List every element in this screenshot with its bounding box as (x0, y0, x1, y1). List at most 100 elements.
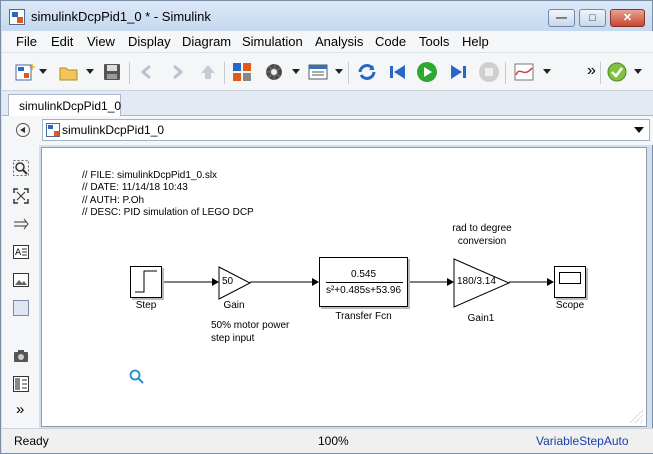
menu-code[interactable]: Code (375, 34, 407, 49)
menu-display[interactable]: Display (128, 34, 171, 49)
arrow-route-icon[interactable] (13, 216, 29, 232)
arrowhead (547, 278, 554, 286)
menu-simulation[interactable]: Simulation (242, 34, 303, 49)
simulink-model-icon (9, 9, 25, 25)
model-advisor-dropdown[interactable] (634, 69, 642, 74)
comment-line-desc[interactable]: // DESC: PID simulation of LEGO DCP (82, 207, 254, 218)
up-arrow-icon[interactable] (197, 61, 219, 83)
menu-diagram[interactable]: Diagram (182, 34, 232, 49)
open-folder-icon[interactable] (58, 61, 80, 83)
image-icon[interactable] (13, 272, 29, 288)
data-inspector-icon[interactable] (513, 61, 535, 83)
model-browser-icon[interactable] (13, 376, 29, 392)
minimize-icon: — (556, 12, 567, 24)
new-model-icon[interactable]: + (14, 61, 36, 83)
model-path: simulinkDcpPid1_0 (62, 123, 165, 137)
fit-view-icon[interactable] (13, 188, 29, 204)
tf-numerator: 0.545 (350, 269, 377, 280)
model-path-bar[interactable]: simulinkDcpPid1_0 (42, 119, 650, 141)
comment-line-date[interactable]: // DATE: 11/14/18 10:43 (82, 182, 188, 193)
gain-block[interactable] (218, 266, 252, 300)
gain1-note-line1[interactable]: rad to degree (452, 223, 512, 234)
comment-line-file[interactable]: // FILE: simulinkDcpPid1_0.slx (82, 170, 218, 181)
step-forward-icon[interactable] (447, 61, 469, 83)
zoom-level: 100% (318, 434, 349, 448)
solver-link[interactable]: VariableStepAuto (536, 434, 629, 448)
tf-fraction-bar (326, 282, 403, 283)
settings-dropdown[interactable] (292, 69, 300, 74)
status-ready: Ready (14, 434, 49, 448)
step-signal-icon (135, 270, 157, 293)
step-label[interactable]: Step (135, 300, 157, 311)
toolbar-separator (348, 62, 349, 84)
path-dropdown-icon[interactable] (634, 127, 644, 133)
left-palette: A » (2, 145, 39, 428)
scope-label[interactable]: Scope (555, 300, 585, 311)
zoom-icon[interactable] (13, 160, 29, 176)
arrowhead (212, 278, 219, 286)
toolbar-separator (129, 62, 130, 84)
menu-analysis[interactable]: Analysis (315, 34, 364, 49)
settings-gear-icon[interactable] (263, 61, 285, 83)
save-icon[interactable] (101, 61, 123, 83)
back-arrow-icon[interactable] (136, 61, 158, 83)
tab-label: simulinkDcpPid1_0 (19, 99, 122, 113)
toolbar-overflow-icon[interactable]: » (587, 62, 596, 79)
window-title: simulinkDcpPid1_0 * - Simulink (31, 9, 211, 24)
menu-bar: File Edit View Display Diagram Simulatio… (2, 31, 653, 53)
run-icon[interactable] (416, 61, 438, 83)
expand-icon[interactable]: » (16, 401, 25, 418)
tab-model[interactable]: simulinkDcpPid1_0 (8, 94, 121, 116)
stop-icon[interactable] (478, 61, 500, 83)
gain-note-line2[interactable]: step input (211, 333, 255, 344)
open-dropdown[interactable] (86, 69, 94, 74)
menu-view[interactable]: View (87, 34, 115, 49)
status-bar: Ready 100% VariableStepAuto (2, 428, 653, 453)
minimize-button[interactable]: — (548, 9, 575, 27)
toolbar: + (2, 53, 653, 91)
new-model-dropdown[interactable] (39, 69, 47, 74)
menu-help[interactable]: Help (462, 34, 489, 49)
menu-tools[interactable]: Tools (419, 34, 450, 49)
signal-lines (163, 278, 554, 286)
menu-edit[interactable]: Edit (51, 34, 74, 49)
resize-grip-icon[interactable] (626, 406, 644, 424)
tab-strip: simulinkDcpPid1_0 (2, 91, 653, 116)
forward-arrow-icon[interactable] (166, 61, 188, 83)
scope-screen-icon (559, 272, 581, 284)
title-bar[interactable]: simulinkDcpPid1_0 * - Simulink — □ ✕ (1, 1, 652, 31)
tf-label[interactable]: Transfer Fcn (335, 311, 392, 322)
area-icon[interactable] (13, 300, 29, 316)
model-advisor-icon[interactable] (606, 61, 628, 83)
model-canvas[interactable]: // FILE: simulinkDcpPid1_0.slx // DATE: … (41, 147, 647, 427)
model-explorer-dropdown[interactable] (335, 69, 343, 74)
transfer-fcn-block[interactable]: 0.545 s²+0.485s+53.96 (319, 257, 408, 307)
maximize-icon: □ (589, 12, 596, 24)
gain1-note-line2[interactable]: conversion (457, 236, 507, 247)
toolbar-separator (505, 62, 506, 84)
update-diagram-icon[interactable] (356, 61, 378, 83)
maximize-button[interactable]: □ (579, 9, 606, 27)
model-explorer-icon[interactable] (307, 61, 329, 83)
close-icon: ✕ (622, 12, 633, 24)
navigate-back-icon[interactable] (16, 123, 30, 137)
magnifier-icon (129, 369, 144, 384)
arrowhead (447, 278, 454, 286)
gain-note-line1[interactable]: 50% motor power (211, 320, 290, 331)
gain-label[interactable]: Gain (223, 300, 245, 311)
menu-file[interactable]: File (16, 34, 37, 49)
gain1-block[interactable] (453, 258, 511, 308)
annotation-icon[interactable]: A (13, 244, 29, 260)
screenshot-icon[interactable] (13, 348, 29, 364)
library-browser-icon[interactable] (231, 61, 253, 83)
scope-block[interactable] (554, 266, 586, 298)
gain1-label[interactable]: Gain1 (467, 313, 495, 324)
step-back-icon[interactable] (387, 61, 409, 83)
step-block[interactable] (130, 266, 162, 298)
svg-text:+: + (28, 62, 36, 73)
address-row: simulinkDcpPid1_0 (2, 116, 653, 145)
close-button[interactable]: ✕ (610, 9, 645, 27)
simulink-model-icon (46, 123, 60, 137)
comment-line-auth[interactable]: // AUTH: P.Oh (82, 195, 145, 206)
data-inspector-dropdown[interactable] (543, 69, 551, 74)
